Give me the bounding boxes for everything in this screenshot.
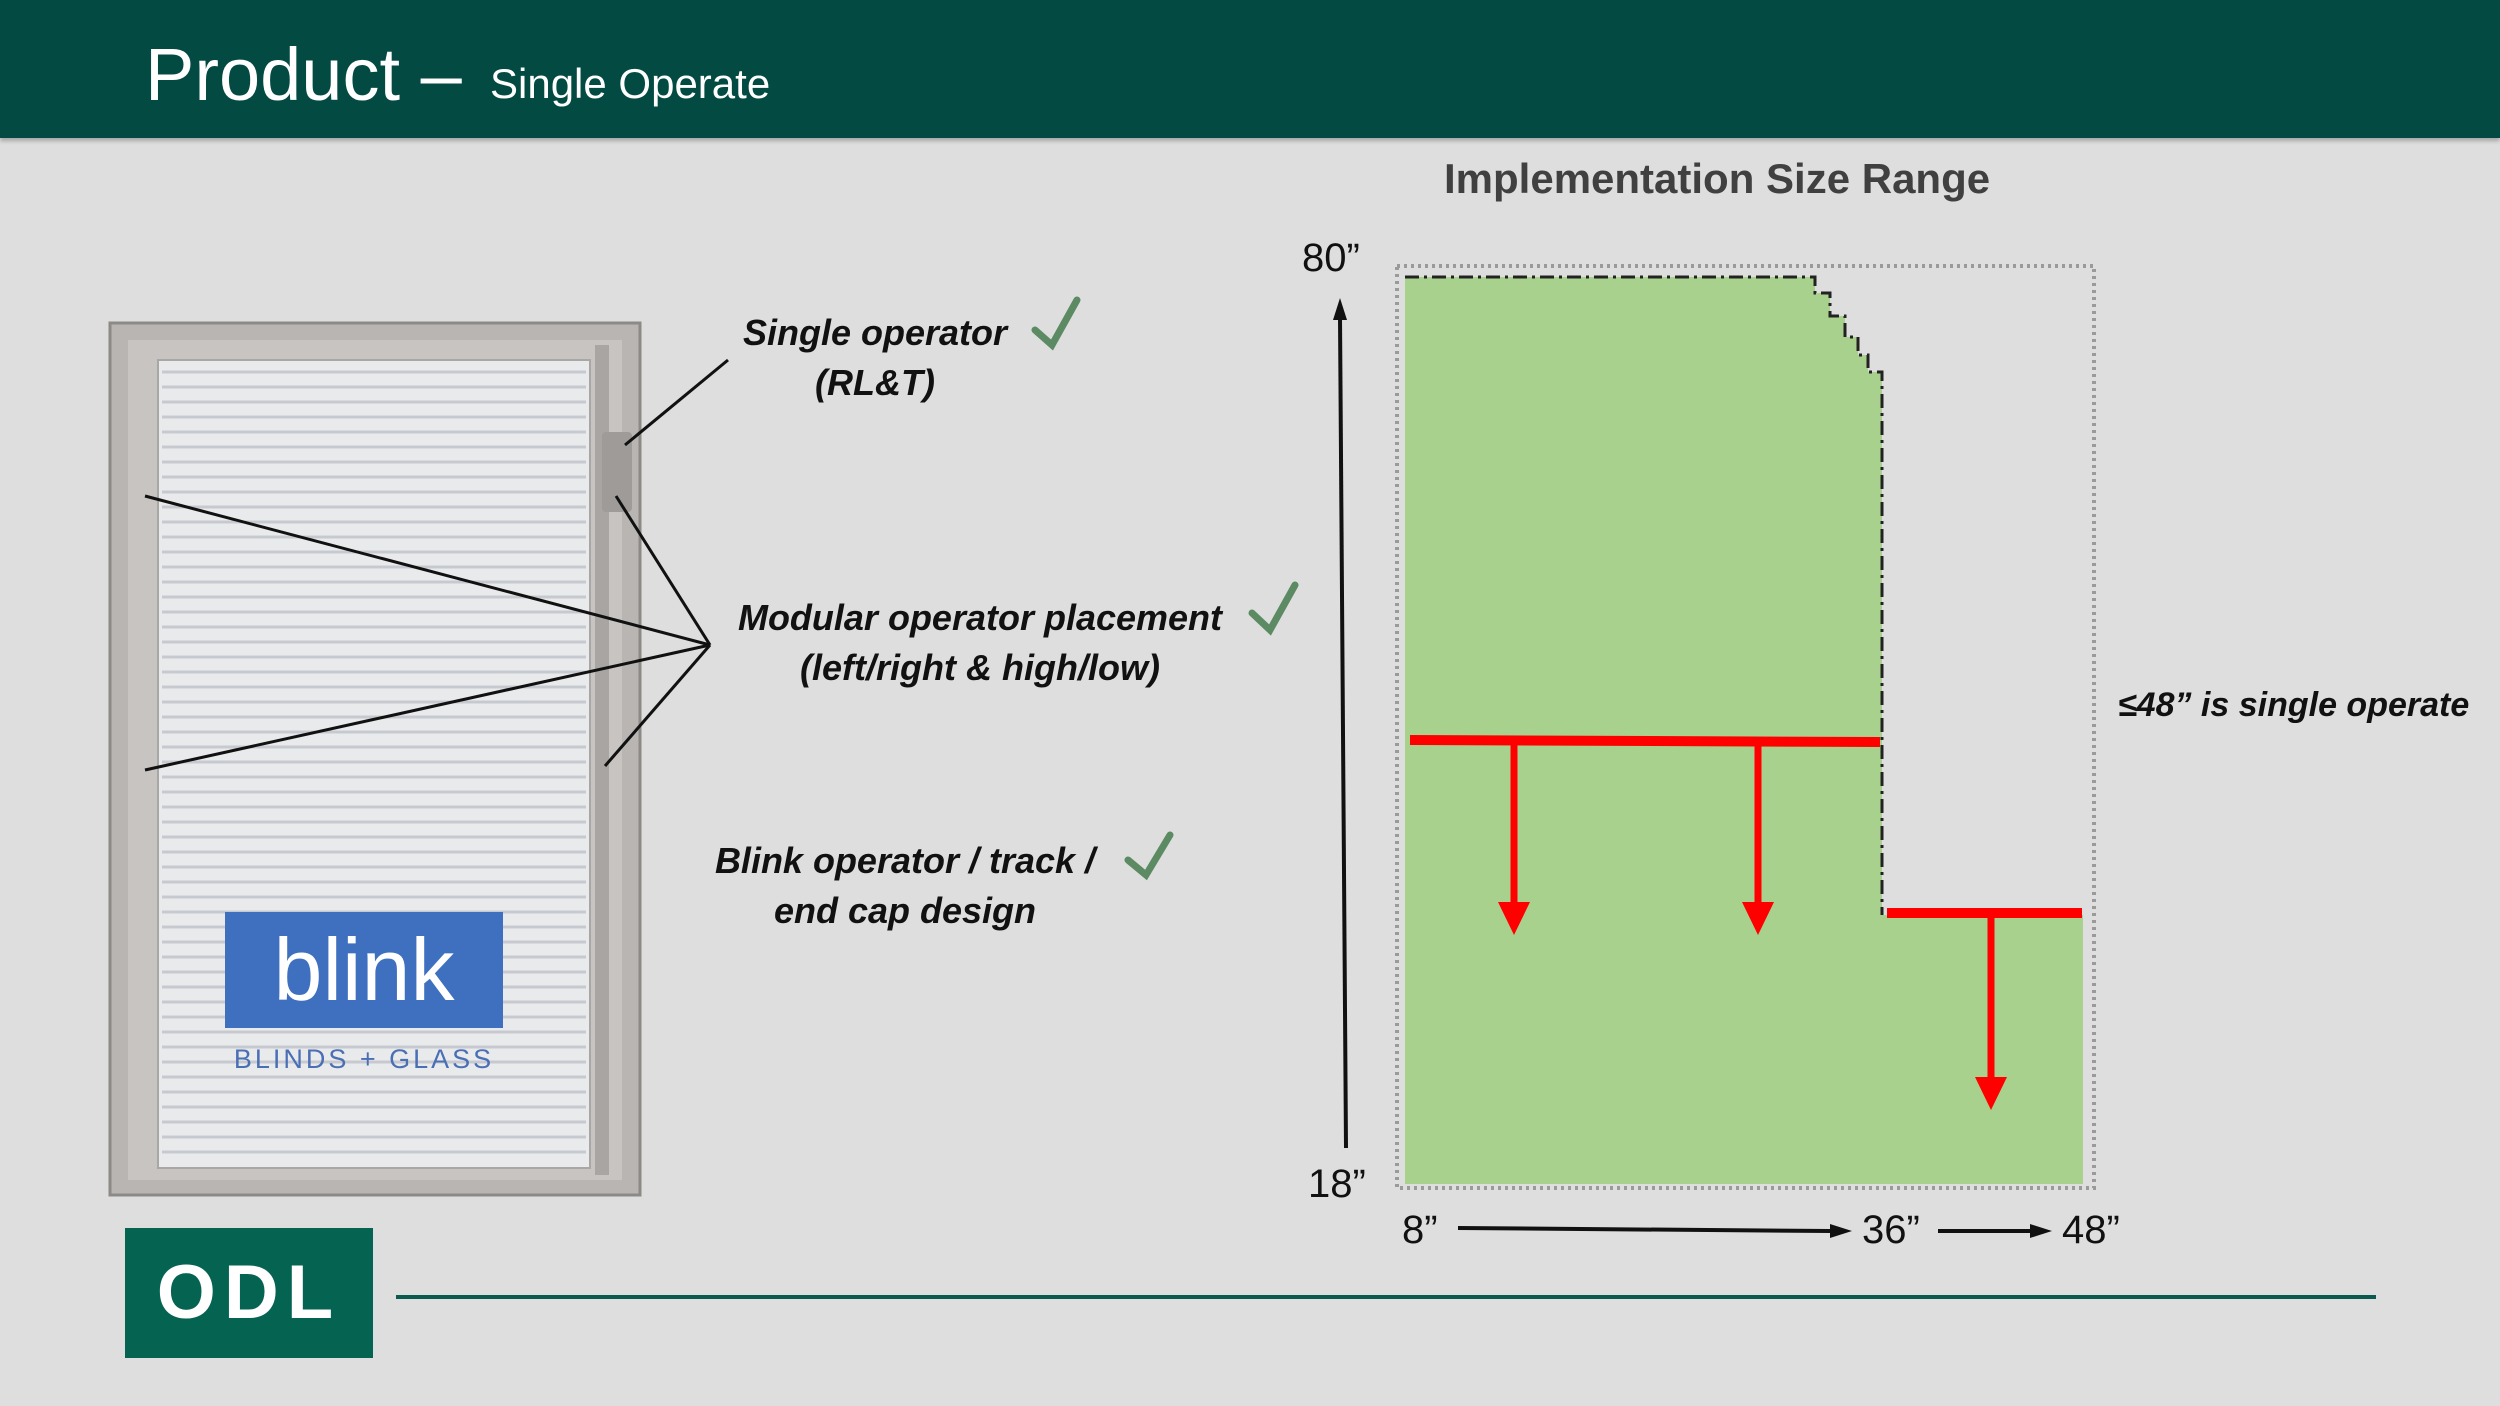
callout-line: Modular operator placement	[737, 597, 1223, 638]
callout-modular-placement: Modular operator placement (left/right &…	[720, 593, 1240, 693]
single-operate-note: ≤48” is single operate	[2118, 686, 2470, 724]
callout-line: (left/right & high/low)	[800, 647, 1160, 688]
page-title: Product –	[145, 33, 462, 116]
callout-operator-design: Blink operator / track / end cap design	[690, 836, 1120, 936]
size-range-area	[1405, 277, 2083, 1184]
size-range-chart	[1333, 264, 2096, 1238]
check-marks	[1031, 296, 1299, 881]
x-label-min: 8”	[1402, 1208, 1438, 1252]
callout-line: (RL&T)	[815, 362, 935, 403]
chart-title: Implementation Size Range	[1444, 155, 1991, 202]
check-icon	[1031, 296, 1081, 351]
callout-single-operator: Single operator (RL&T)	[720, 308, 1030, 408]
x-label-max: 48”	[2062, 1208, 2120, 1252]
check-icon	[1248, 581, 1299, 636]
pointer-lines	[144, 358, 729, 772]
callout-line: Single operator	[742, 312, 1008, 353]
check-icon	[1124, 831, 1174, 881]
callout-line: Blink operator / track /	[714, 840, 1096, 881]
single-operate-markers	[1409, 735, 2082, 1110]
odl-logo: ODL	[125, 1228, 373, 1358]
header-bar: Product – Single Operate	[0, 0, 2500, 138]
y-max-label: 80”	[1302, 236, 1360, 280]
x-label-mid: 36”	[1862, 1208, 1920, 1252]
blink-logo-word: blink	[273, 920, 455, 1019]
y-min-label: 18”	[1308, 1162, 1366, 1206]
page-subtitle: Single Operate	[490, 60, 771, 107]
blind-product-image	[108, 321, 642, 1197]
odl-logo-text: ODL	[156, 1250, 342, 1335]
blink-logo-tagline: BLINDS + GLASS	[233, 1044, 495, 1074]
callout-line: end cap design	[773, 890, 1037, 931]
blink-logo	[225, 912, 503, 1028]
footer-divider	[396, 1295, 2376, 1299]
